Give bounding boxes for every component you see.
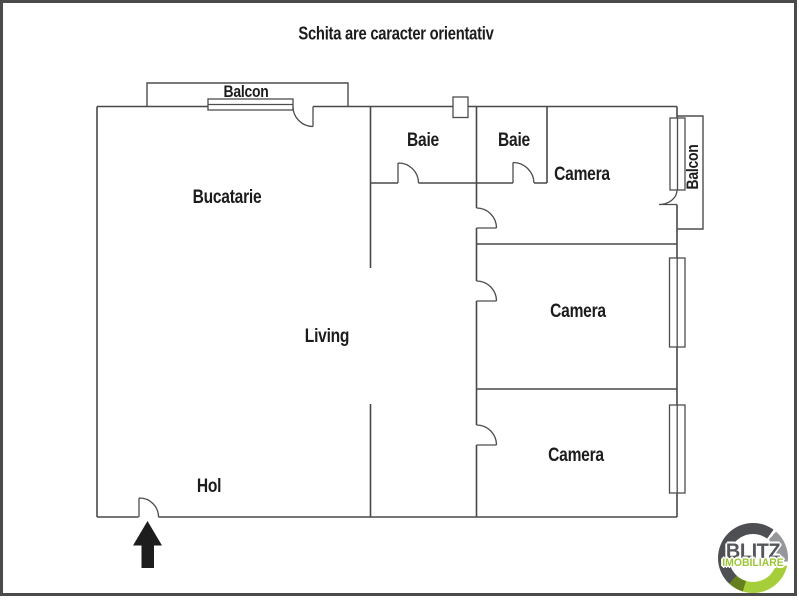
room-label-balcon-top: Balcon: [223, 82, 269, 101]
blitz-imobiliare-logo: BLITZ IMOBILIARE: [718, 523, 788, 593]
room-label-camera-top: Camera: [554, 164, 610, 185]
door-kitchen-balcony: [292, 106, 314, 128]
room-label-bucatarie: Bucatarie: [192, 187, 262, 208]
room-label-living: Living: [304, 326, 350, 347]
windows-layer: [207, 96, 686, 494]
balcony-right-outline: [677, 115, 704, 230]
room-label-camera-bottom: Camera: [548, 445, 604, 466]
logo-inner-circle: [729, 534, 777, 582]
room-label-baie-2: Baie: [498, 130, 530, 151]
room-label-hol: Hol: [196, 476, 222, 497]
room-label-balcon-right: Balcon: [683, 144, 702, 190]
door-camera-bottom: [476, 424, 498, 446]
door-baie2: [512, 161, 535, 184]
logo-brand-text: BLITZ: [725, 540, 781, 563]
balconies-layer: [146, 82, 704, 230]
room-label-baie-1: Baie: [407, 130, 439, 151]
logo-tagline-text: IMOBILIARE: [722, 557, 784, 569]
page-title: Schita are caracter orientativ: [298, 23, 494, 44]
entrance-arrow-icon: [133, 521, 162, 568]
balcony-top-outline: [146, 82, 349, 107]
room-label-camera-mid: Camera: [550, 301, 606, 322]
door-camera-mid: [476, 280, 498, 302]
door-baie1: [397, 162, 420, 184]
door-entrance: [138, 497, 160, 518]
chimney-pillar: [452, 96, 469, 119]
doors-layer: [138, 106, 678, 518]
door-balcony-right: [658, 189, 678, 206]
door-camera-top: [476, 207, 498, 229]
